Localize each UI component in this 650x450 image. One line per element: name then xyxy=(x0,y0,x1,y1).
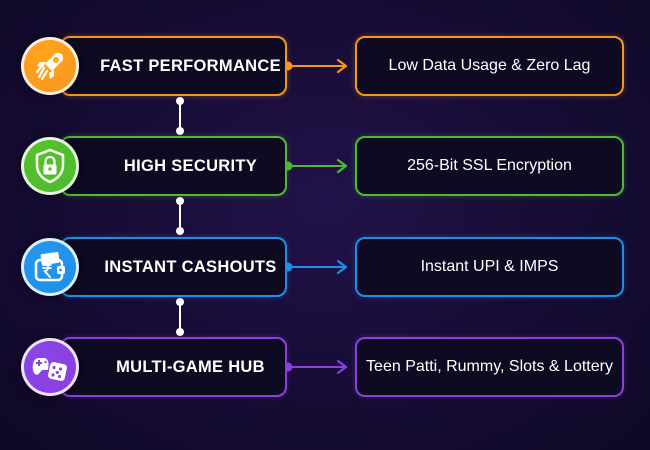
feature-row-fast-performance: FAST PERFORMANCE Low Data Usage & Zero L… xyxy=(0,31,650,101)
feature-row-instant-cashouts: INSTANT CASHOUTS Instant UPI & IMPS xyxy=(0,232,650,302)
arrow-connector xyxy=(287,58,348,74)
feature-detail: Instant UPI & IMPS xyxy=(420,258,559,275)
feature-label: INSTANT CASHOUTS xyxy=(104,257,277,276)
feature-label: HIGH SECURITY xyxy=(123,156,258,175)
gamepad-dice-icon xyxy=(21,338,79,396)
feature-detail-box: 256-Bit SSL Encryption xyxy=(355,136,624,196)
rocket-icon xyxy=(21,37,79,95)
feature-label-box: FAST PERFORMANCE xyxy=(60,36,287,96)
vertical-connector xyxy=(176,97,184,135)
feature-detail-box: Instant UPI & IMPS xyxy=(355,237,624,297)
vertical-connector xyxy=(176,298,184,336)
feature-detail: Teen Patti, Rummy, Slots & Lottery xyxy=(366,358,613,375)
feature-row-high-security: HIGH SECURITY 256-Bit SSL Encryption xyxy=(0,131,650,201)
shield-lock-icon xyxy=(21,137,79,195)
feature-label-box: INSTANT CASHOUTS xyxy=(60,237,287,297)
feature-label: MULTI-GAME HUB xyxy=(116,357,265,376)
arrow-connector xyxy=(287,158,348,174)
feature-label-box: HIGH SECURITY xyxy=(60,136,287,196)
arrow-connector xyxy=(287,259,348,275)
rupee-wallet-icon xyxy=(21,238,79,296)
arrow-connector xyxy=(287,359,348,375)
feature-label-box: MULTI-GAME HUB xyxy=(60,337,287,397)
feature-detail: Low Data Usage & Zero Lag xyxy=(388,57,591,74)
feature-label: FAST PERFORMANCE xyxy=(100,56,281,75)
vertical-connector xyxy=(176,197,184,235)
feature-detail: 256-Bit SSL Encryption xyxy=(407,157,572,174)
feature-row-multi-game-hub: MULTI-GAME HUB Teen Patti, Rummy, Slots xyxy=(0,332,650,402)
feature-detail-box: Low Data Usage & Zero Lag xyxy=(355,36,624,96)
feature-detail-box: Teen Patti, Rummy, Slots & Lottery xyxy=(355,337,624,397)
